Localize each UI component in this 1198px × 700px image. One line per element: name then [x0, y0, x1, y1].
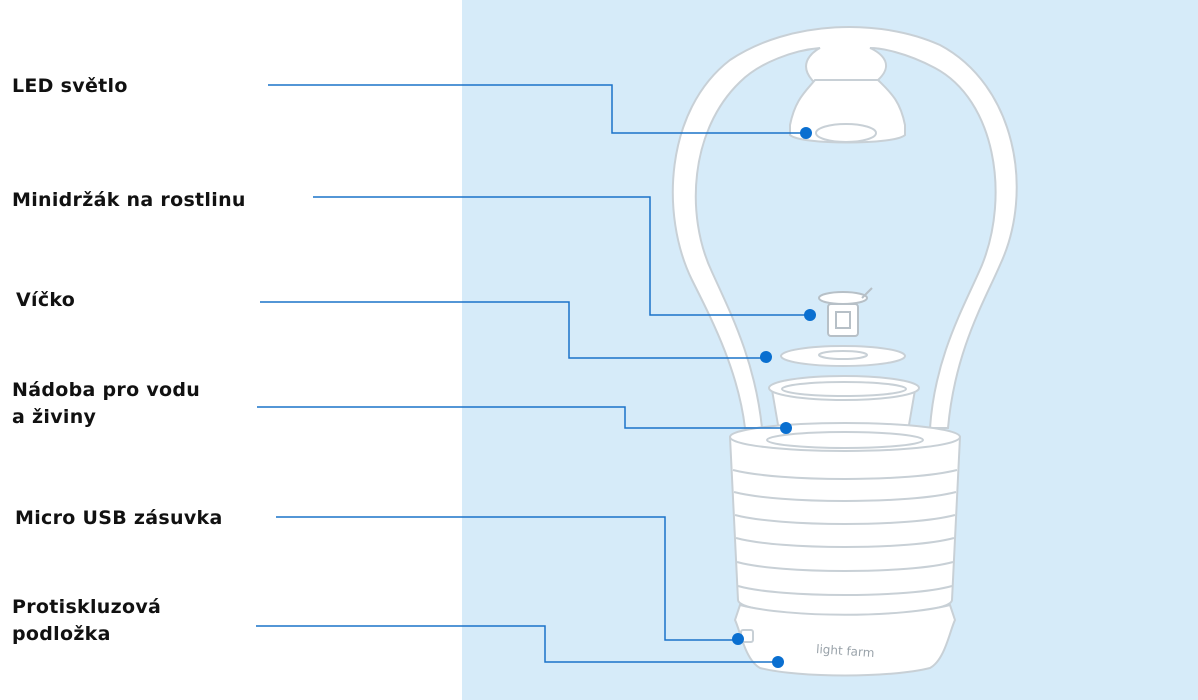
leader-line-led: [268, 84, 806, 134]
dot-pad: [772, 656, 784, 668]
label-pad-line1: Protiskluzová: [12, 596, 162, 618]
leader-line-usb: [276, 516, 738, 641]
lid: [780, 345, 906, 367]
dot-led: [800, 127, 812, 139]
label-container-line2: a živiny: [12, 406, 97, 428]
leader-lines: [256, 84, 810, 663]
led-light: [789, 79, 906, 144]
leader-line-lid: [260, 301, 766, 359]
leader-line-holder: [313, 196, 810, 316]
label-lid: Víčko: [16, 289, 76, 311]
label-plant-holder: Minidržák na rostlinu: [12, 189, 246, 211]
brand-logo-text: light farm: [816, 642, 875, 660]
dot-holder: [804, 309, 816, 321]
leader-line-pad: [256, 625, 778, 663]
dot-usb: [732, 633, 744, 645]
label-usb-socket: Micro USB zásuvka: [15, 507, 223, 529]
label-container: Nádoba pro vodu a živiny: [12, 377, 200, 431]
label-container-line1: Nádoba pro vodu: [12, 379, 201, 401]
plant-holder: [818, 287, 873, 337]
label-anti-slip-pad: Protiskluzová podložka: [12, 594, 161, 648]
dot-container: [780, 422, 792, 434]
dot-lid: [760, 351, 772, 363]
label-led-light: LED světlo: [12, 75, 128, 97]
label-pad-line2: podložka: [12, 623, 111, 645]
base: [728, 422, 962, 677]
callout-dots: [732, 127, 816, 668]
leader-line-container: [257, 406, 786, 429]
